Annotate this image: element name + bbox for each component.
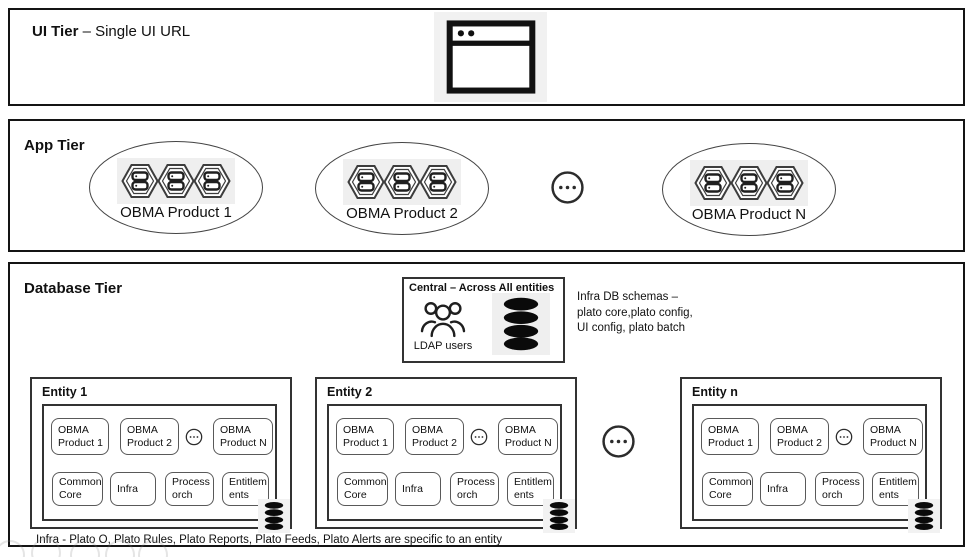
ui-tier-box: UI Tier – Single UI URL [8, 8, 965, 106]
product-box: OBMA Product 2 [770, 418, 829, 455]
hexagon-service-icon [694, 165, 732, 201]
hexagon-service-icon [347, 164, 385, 200]
ellipsis-circle-icon [470, 428, 488, 446]
entity-inner-box: OBMA Product 1 OBMA Product 2 OBMA Produ… [327, 404, 562, 521]
database-tier-box: Database Tier Central – Across All entit… [8, 262, 965, 547]
module-box: Common Core [337, 472, 388, 506]
entity-inner-box: OBMA Product 1 OBMA Product 2 OBMA Produ… [692, 404, 927, 521]
hexagon-service-icon [157, 163, 195, 199]
ellipsis-circle-icon [835, 428, 853, 446]
product-cluster-ellipse: OBMA Product 2 [315, 142, 489, 235]
module-box: Process orch [165, 472, 214, 506]
module-box: Entitlem ents [507, 472, 554, 506]
database-stack-icon [264, 501, 284, 531]
cluster-label: OBMA Product N [691, 206, 807, 223]
app-tier-box: App Tier OBMA Product 1 OBMA Product 2 [8, 119, 965, 252]
entity-title: Entity 1 [42, 385, 88, 399]
hexagon-service-icon [121, 163, 159, 199]
hexagon-service-icons [343, 159, 461, 205]
product-box: OBMA Product 1 [336, 418, 394, 455]
entity-title: Entity 2 [327, 385, 373, 399]
schema-note-line: Infra DB schemas – [577, 291, 678, 303]
module-box: Process orch [450, 472, 499, 506]
entity-footnote: Infra - Plato O, Plato Rules, Plato Repo… [36, 534, 502, 546]
central-title: Central – Across All entities [409, 282, 555, 294]
entity-box: Entity 2 OBMA Product 1 OBMA Product 2 O… [315, 377, 577, 533]
entity-database-icon [908, 499, 940, 533]
module-box: Common Core [702, 472, 753, 506]
module-box: Infra [395, 472, 441, 506]
hexagon-service-icon [419, 164, 457, 200]
database-stack-icon [549, 501, 569, 531]
module-box: Common Core [52, 472, 103, 506]
product-box: OBMA Product N [213, 418, 273, 455]
hexagon-service-icons [117, 158, 235, 204]
schema-note: Infra DB schemas – plato core,plato conf… [577, 290, 693, 337]
product-box: OBMA Product N [498, 418, 558, 455]
database-tier-title: Database Tier [24, 280, 123, 297]
module-box: Process orch [815, 472, 864, 506]
product-box: OBMA Product 1 [51, 418, 109, 455]
app-tier-title: App Tier [24, 137, 85, 154]
entity-database-icon [258, 499, 290, 533]
schema-note-line: plato core,plato config, [577, 306, 693, 319]
browser-window-icon [434, 12, 547, 102]
entity-box: Entity 1 OBMA Product 1 OBMA Product 2 O… [30, 377, 292, 533]
ui-tier-title-rest: – Single UI URL [78, 23, 191, 40]
hexagon-service-icon [193, 163, 231, 199]
central-entities-box: Central – Across All entities LDAP users [402, 277, 565, 363]
module-box: Infra [760, 472, 806, 506]
hexagon-service-icon [730, 165, 768, 201]
cluster-label: OBMA Product 2 [346, 205, 458, 222]
product-box: OBMA Product 1 [701, 418, 759, 455]
users-group-icon [420, 302, 466, 338]
ldap-users: LDAP users [410, 298, 476, 352]
hexagon-service-icons [690, 160, 808, 206]
database-stack-icon [914, 501, 934, 531]
ellipsis-circle-icon [185, 428, 203, 446]
module-box: Entitlem ents [222, 472, 269, 506]
entity-database-icon [543, 499, 575, 533]
hexagon-service-icon [383, 164, 421, 200]
schema-note-line: UI config, plato batch [577, 322, 686, 334]
entity-box: Entity n OBMA Product 1 OBMA Product 2 O… [680, 377, 942, 533]
product-box: OBMA Product N [863, 418, 923, 455]
entity-inner-box: OBMA Product 1 OBMA Product 2 OBMA Produ… [42, 404, 277, 521]
watermark-icon [31, 538, 61, 557]
ui-tier-title: UI Tier – Single UI URL [32, 23, 190, 40]
entity-title: Entity n [692, 385, 738, 399]
ldap-users-label: LDAP users [413, 340, 473, 352]
product-cluster-ellipse: OBMA Product N [662, 143, 836, 236]
hexagon-service-icon [766, 165, 804, 201]
ellipsis-circle-icon [602, 425, 635, 458]
module-box: Infra [110, 472, 156, 506]
product-cluster-ellipse: OBMA Product 1 [89, 141, 263, 234]
ellipsis-circle-icon [551, 171, 584, 204]
product-box: OBMA Product 2 [405, 418, 464, 455]
ui-tier-title-bold: UI Tier [32, 23, 79, 40]
cluster-label: OBMA Product 1 [120, 204, 232, 221]
database-stack-icon [503, 297, 539, 351]
product-box: OBMA Product 2 [120, 418, 179, 455]
central-database-icon [492, 293, 550, 355]
